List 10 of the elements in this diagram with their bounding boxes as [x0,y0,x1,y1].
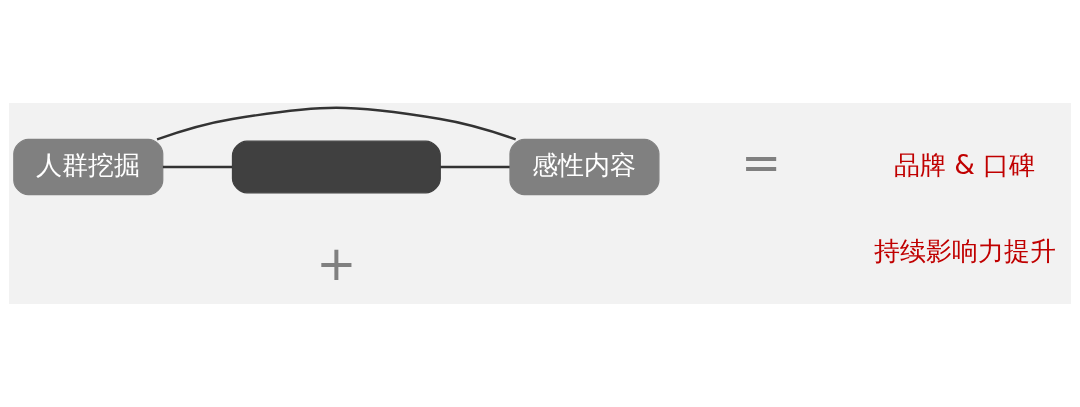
connector [440,165,510,169]
label: 品牌 & 口碑 [893,148,1036,180]
connector [162,165,233,169]
node-box [231,140,441,194]
connector [156,106,517,141]
node-box: 人群挖掘 [13,138,164,196]
label: + [316,234,357,291]
node-box: 感性内容 [509,138,660,196]
label: = [740,134,782,191]
label: 持续影响力提升 [873,235,1056,267]
